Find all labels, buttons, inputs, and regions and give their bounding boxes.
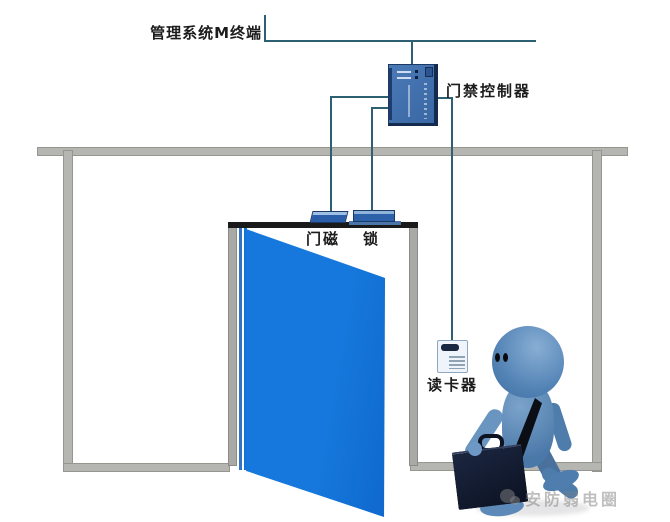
wire-controller-to-reader-v: [451, 97, 453, 341]
door-hinge-edge: [238, 228, 247, 470]
wechat-icon: [500, 487, 522, 509]
person-hand: [468, 442, 482, 456]
label-card-reader: 读卡器: [427, 376, 479, 394]
wire-bus-to-controller: [411, 41, 413, 65]
wire-controller-to-reader-h: [437, 97, 453, 99]
controller-detail: [397, 77, 411, 79]
controller-detail: [415, 76, 418, 79]
controller-detail: [424, 83, 427, 119]
wire-bus-horizontal: [265, 40, 536, 42]
watermark-text: 安防弱电圈: [525, 490, 621, 509]
controller-detail: [397, 71, 411, 73]
person-head: [492, 326, 564, 398]
door-magnet-device: [309, 211, 349, 223]
wire-controller-to-lock-v: [371, 107, 373, 213]
controller-detail: [425, 67, 433, 77]
lock-base-plate: [349, 221, 401, 225]
lock-device: [353, 210, 395, 222]
controller-detail: [408, 85, 410, 117]
card-reader-device: [437, 340, 468, 373]
wire-controller-to-magnet-v: [330, 96, 332, 214]
wall-right-column: [592, 150, 602, 472]
wire-terminal-drop: [264, 15, 266, 42]
wire-controller-to-lock-h: [372, 107, 389, 109]
label-access-controller: 门禁控制器: [446, 82, 532, 100]
label-lock: 锁: [363, 230, 381, 248]
wall-top-bar: [37, 147, 628, 156]
controller-detail: [415, 70, 418, 73]
watermark: 安防弱电圈: [500, 486, 620, 510]
label-door-magnet: 门磁: [306, 230, 341, 248]
door-frame-top: [228, 222, 418, 228]
wall-left-column: [63, 150, 73, 472]
label-management-terminal: 管理系统M终端: [150, 24, 262, 42]
card-reader-screen: [441, 344, 459, 351]
door-post-right: [409, 224, 418, 466]
wall-bottom-left-bar: [63, 463, 230, 472]
wire-controller-to-magnet-h: [331, 96, 389, 98]
door-post-left: [228, 224, 237, 466]
controller-terminal-strip: [389, 68, 392, 120]
person-figure: [450, 320, 620, 522]
access-controller-device: [388, 64, 438, 126]
person-eye: [503, 353, 508, 362]
person-eye: [495, 353, 500, 362]
card-reader-detail: [449, 356, 465, 369]
door-panel: [246, 229, 386, 517]
